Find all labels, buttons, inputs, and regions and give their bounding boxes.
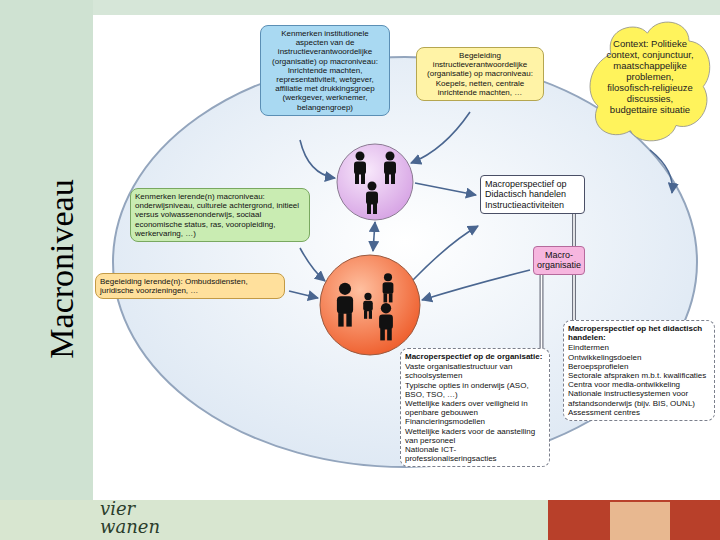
box-text: Financieringsmodellen	[405, 417, 545, 426]
side-title: Macroniveau	[43, 149, 81, 389]
cloud-outline	[590, 22, 710, 141]
box-text: Begeleiding lerende(n): Ombudsdiensten, …	[100, 277, 280, 295]
person-icon	[363, 293, 373, 319]
box-text: Nationale ICT-professionaliseringsacties	[405, 445, 545, 463]
arrow	[411, 112, 470, 163]
connector-line	[541, 275, 543, 348]
box-text: Wettelijke kaders voor de aanstelling va…	[405, 427, 545, 445]
arrow	[650, 150, 672, 193]
box-text: Assessment centres	[568, 408, 710, 417]
photo	[548, 500, 720, 540]
box-text: Vaste organisatiestructuur van schoolsys…	[405, 362, 545, 380]
arrow	[422, 270, 530, 300]
arrow	[373, 222, 375, 251]
arrow	[300, 248, 325, 281]
box-text: Beroepsprofielen	[568, 362, 710, 371]
person-icon	[354, 152, 366, 185]
photo	[610, 502, 670, 540]
slide-panel	[93, 15, 720, 500]
box-text: Eindtermen	[568, 343, 710, 352]
box-text: Macro-organisatie	[536, 250, 582, 271]
box-text: Macroperspectief op Didactisch handelen …	[485, 179, 580, 210]
arrow	[413, 226, 478, 280]
callout-connector	[541, 275, 542, 348]
box-text: Nationale instructiesystemen voor afstan…	[568, 389, 710, 407]
learner-box: Kenmerken lerende(n) macroniveau: onderw…	[130, 188, 310, 242]
context-cloud: Context: Politieke context, conjunctuur,…	[585, 15, 715, 145]
box-heading: Macroperspectief op het didactisch hande…	[568, 324, 710, 342]
box-text: Ontwikkelingsdoelen	[568, 353, 710, 362]
arrow	[415, 183, 476, 195]
box-text: Centra voor media-ontwikkeling	[568, 380, 710, 389]
box-text: Sectorale afspraken m.b.t. kwalificaties	[568, 371, 710, 380]
cloud-text-area: Context: Politieke context, conjunctuur,…	[585, 15, 715, 137]
institution-box: Kenmerken institutionele aspecten van de…	[260, 25, 390, 116]
people-circle	[320, 255, 420, 355]
box-text: Kenmerken lerende(n) macroniveau: onderw…	[135, 192, 305, 238]
connector-line	[540, 275, 544, 348]
box-text: Typische opties in onderwijs (ASO, BSO, …	[405, 381, 545, 399]
box-text: Kenmerken institutionele aspecten van de…	[265, 29, 385, 112]
perspective-box: Macroperspectief op Didactisch handelen …	[480, 175, 585, 214]
box-text: Context: Politieke context, conjunctuur,…	[604, 39, 696, 115]
person-icon	[379, 303, 393, 340]
box-text: Wettelijke kaders over veiligheid in ope…	[405, 399, 545, 417]
organisation-box: Macro-organisatie	[533, 246, 585, 275]
arrow	[289, 291, 318, 298]
person-icon	[384, 152, 396, 185]
box-text: Begeleiding instructieverantwoordelijke …	[421, 51, 539, 97]
person-icon	[366, 182, 378, 215]
callout-box: Macroperspectief op het didactisch hande…	[563, 320, 715, 421]
person-icon	[337, 283, 353, 327]
callout-box: Macroperspectief op de organisatie:Vaste…	[400, 348, 550, 467]
support-box: Begeleiding lerende(n): Ombudsdiensten, …	[95, 273, 285, 299]
photo-text: wanen	[100, 516, 160, 537]
box-heading: Macroperspectief op de organisatie:	[405, 352, 545, 361]
support-box: Begeleiding instructieverantwoordelijke …	[416, 47, 544, 101]
person-icon	[383, 273, 394, 302]
people-circle	[337, 144, 413, 220]
arrow	[300, 140, 335, 178]
photo-strip	[0, 0, 93, 540]
photo-text: vier	[100, 498, 135, 519]
